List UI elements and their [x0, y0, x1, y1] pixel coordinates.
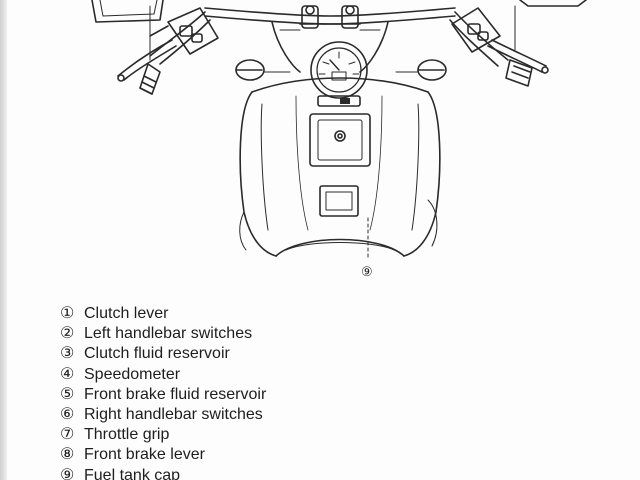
legend-item: ⑨ Fuel tank cap	[60, 466, 266, 480]
legend-item-label: Fuel tank cap	[84, 466, 181, 480]
legend-item: ⑧ Front brake lever	[60, 445, 266, 465]
turn-signals	[235, 59, 447, 81]
legend-item-number: ⑧	[60, 446, 75, 464]
throttle-grip	[505, 59, 533, 87]
legend-item-number: ②	[60, 325, 75, 343]
legend-item: ⑤ Front brake fluid reservoir	[60, 385, 266, 405]
legend-item-number: ⑨	[60, 466, 75, 480]
legend-item-label: Front brake fluid reservoir	[84, 385, 267, 403]
legend-item: ⑥ Right handlebar switches	[60, 405, 266, 425]
legend-item-number: ⑦	[60, 426, 75, 444]
legend-item-label: Throttle grip	[84, 426, 170, 444]
right-mirror	[519, 0, 587, 7]
legend-item: ⑦ Throttle grip	[60, 425, 266, 445]
legend-item-label: Front brake lever	[84, 446, 205, 464]
legend-item-number: ④	[60, 365, 75, 383]
legend-item-label: Speedometer	[84, 365, 181, 383]
left-handlebar-switches	[149, 5, 219, 61]
front-brake-lever	[487, 39, 549, 74]
page-binding-edge	[0, 0, 7, 480]
legend-item-label: Right handlebar switches	[84, 406, 263, 424]
legend-item: ② Left handlebar switches	[60, 324, 266, 344]
clutch-lever	[117, 39, 177, 82]
legend-item-number: ⑤	[60, 385, 75, 403]
left-grip	[139, 63, 161, 95]
parts-legend: ① Clutch lever ② Left handlebar switches ③…	[60, 304, 266, 480]
legend-item-label: Left handlebar switches	[84, 325, 253, 343]
handlebar	[149, 7, 509, 67]
tank-console	[309, 113, 371, 167]
legend-item-number: ⑥	[60, 406, 75, 424]
fuel-tank-cap	[319, 185, 359, 217]
upper-clamp	[271, 5, 389, 73]
legend-item-number: ①	[60, 305, 75, 322]
callout-number-9: ⑨	[361, 264, 373, 279]
right-handlebar-switches	[451, 7, 501, 53]
legend-item: ④ Speedometer	[60, 365, 266, 385]
legend-item: ① Clutch lever	[60, 304, 266, 324]
legend-item-label: Clutch fluid reservoir	[84, 345, 230, 363]
left-mirror	[91, 0, 164, 23]
legend-item: ③ Clutch fluid reservoir	[60, 344, 266, 364]
speedometer	[310, 41, 368, 107]
motorcycle-handlebar-diagram: ⑨	[91, 0, 587, 279]
fuel-tank	[239, 77, 441, 257]
legend-item-label: Clutch lever	[84, 305, 169, 322]
legend-item-number: ③	[60, 345, 75, 363]
